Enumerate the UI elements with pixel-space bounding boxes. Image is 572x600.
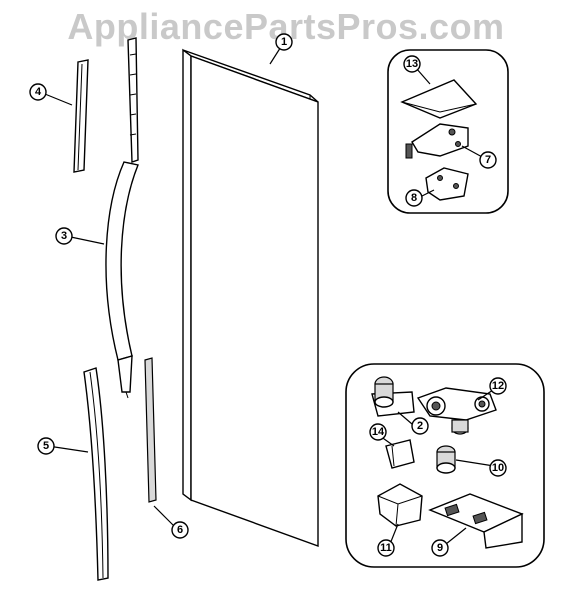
callout-label-12: 12	[492, 380, 504, 392]
top-hinge-inset	[387, 49, 509, 214]
callout-label-6: 6	[177, 524, 183, 536]
callout-label-9: 9	[437, 542, 443, 554]
callout-label-7: 7	[485, 154, 491, 166]
bottom-hinge-inset	[345, 363, 545, 568]
door-panel	[182, 48, 319, 547]
callout-8: 8	[405, 189, 423, 207]
trim-bottom	[83, 367, 109, 581]
gasket-strip	[144, 357, 157, 503]
callout-4: 4	[29, 83, 47, 101]
callout-12: 12	[489, 377, 507, 395]
callout-label-11: 11	[380, 542, 392, 554]
callout-14: 14	[369, 423, 387, 441]
callout-label-13: 13	[406, 58, 418, 70]
callout-label-2: 2	[417, 420, 423, 432]
callout-label-5: 5	[43, 440, 49, 452]
callout-1: 1	[275, 33, 293, 51]
callout-5: 5	[37, 437, 55, 455]
door-handle	[105, 37, 139, 399]
callout-3: 3	[55, 227, 73, 245]
trim-top	[73, 59, 89, 173]
callout-11: 11	[377, 539, 395, 557]
callout-label-8: 8	[411, 192, 417, 204]
callout-2: 2	[411, 417, 429, 435]
callout-label-10: 10	[492, 462, 504, 474]
callout-9: 9	[431, 539, 449, 557]
callout-label-14: 14	[372, 426, 385, 438]
callout-13: 13	[403, 55, 421, 73]
callout-10: 10	[489, 459, 507, 477]
callout-6: 6	[171, 521, 189, 539]
callout-7: 7	[479, 151, 497, 169]
callout-label-1: 1	[281, 36, 287, 48]
callout-label-3: 3	[61, 230, 67, 242]
callout-label-4: 4	[35, 86, 42, 98]
